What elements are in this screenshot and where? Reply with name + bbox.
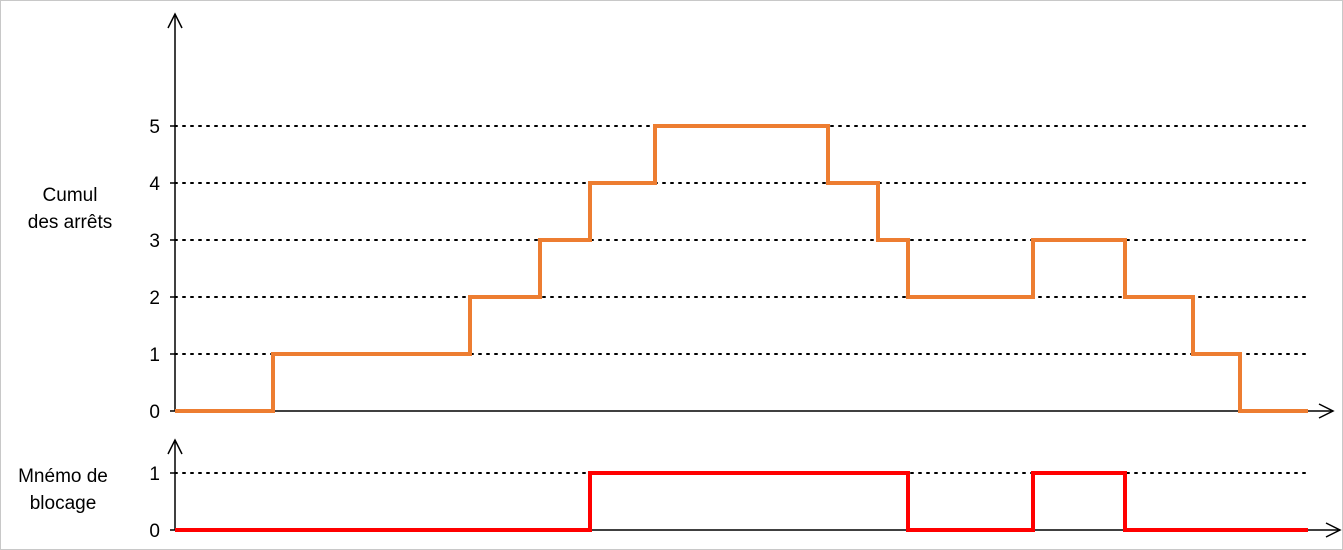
- y-axis-arrow: [167, 438, 183, 455]
- y-tick-label: 5: [149, 117, 160, 138]
- y-tick-label: 3: [149, 231, 160, 252]
- y-tick-label: 0: [149, 521, 160, 542]
- y-tick-label: 2: [149, 288, 160, 309]
- step-series-line: [175, 124, 1308, 413]
- y-tick-label: 4: [149, 174, 160, 195]
- blocage-chart: Mnémo de blocage 0 1: [18, 438, 1342, 542]
- y-axis-label-line: blocage: [30, 493, 97, 514]
- cumul-chart: Cumul des arrêts 0 1 2 3 4 5: [28, 12, 1335, 423]
- y-tick-label: 1: [149, 464, 160, 485]
- x-axis-arrow: [1318, 403, 1335, 419]
- y-axis-arrow: [167, 12, 183, 29]
- y-axis-label-line: Cumul: [43, 185, 98, 206]
- x-axis-arrow: [1325, 522, 1342, 538]
- step-series-line: [175, 471, 1308, 532]
- y-tick-label: 0: [149, 402, 160, 423]
- y-axis-label-line: Mnémo de: [18, 466, 108, 487]
- y-tick-label: 1: [149, 345, 160, 366]
- y-axis-label-line: des arrêts: [28, 212, 112, 233]
